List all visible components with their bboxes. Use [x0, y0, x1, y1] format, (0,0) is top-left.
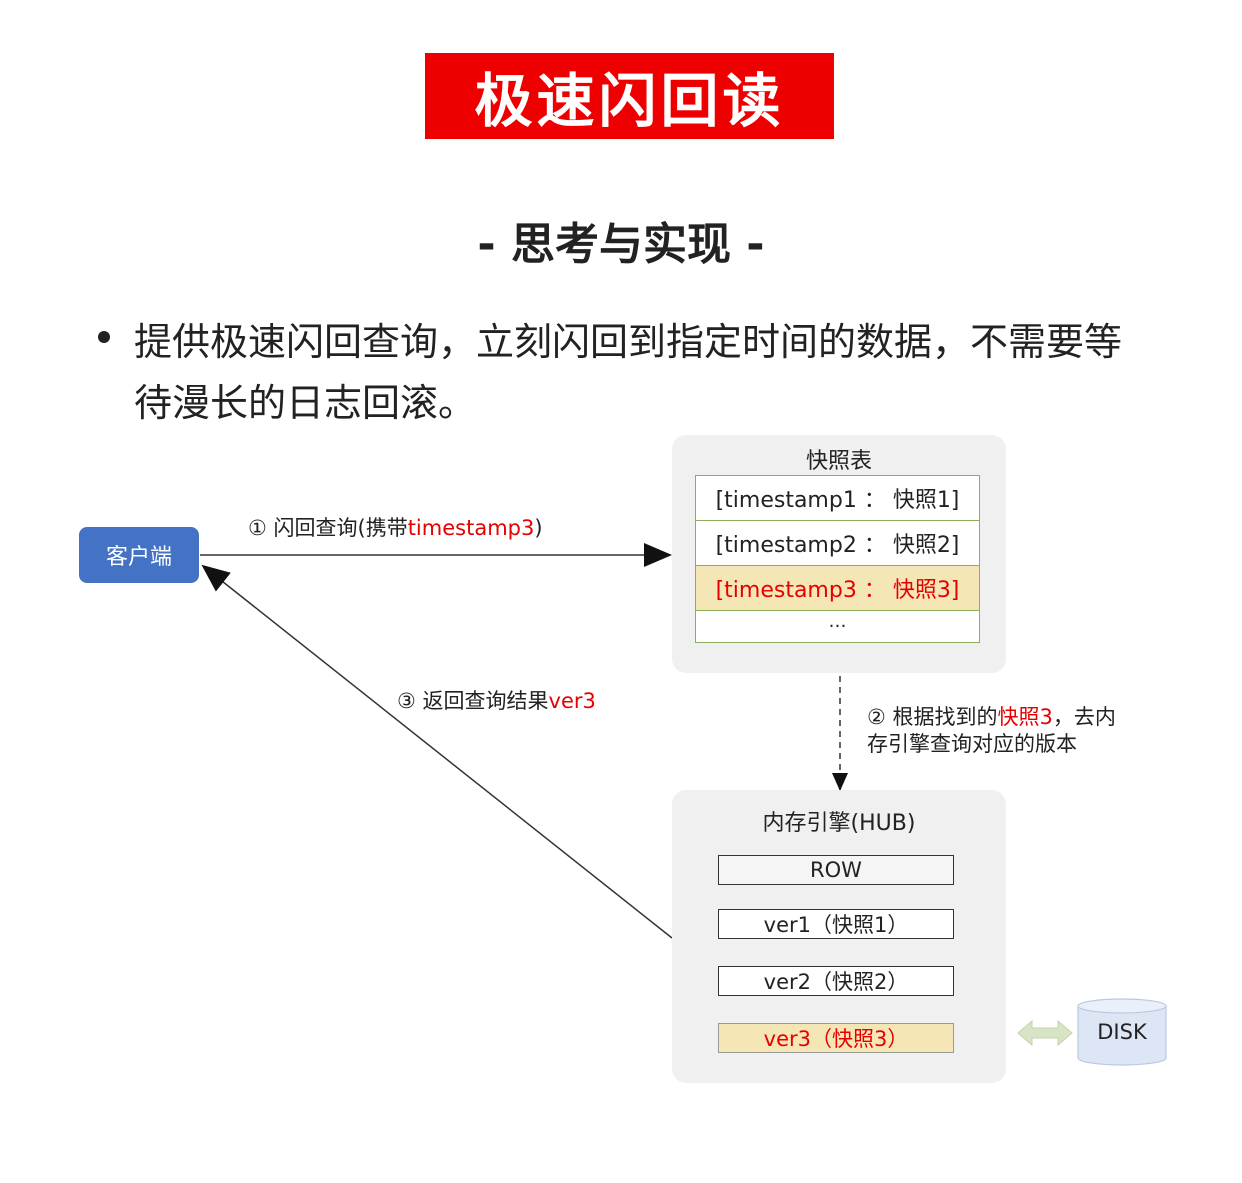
step1-highlight: timestamp3 — [407, 516, 535, 540]
step2-highlight: 快照3 — [997, 705, 1053, 729]
client-label: 客户端 — [105, 545, 172, 570]
disk-icon — [1077, 998, 1167, 1066]
snapshot-row: [timestamp2 ： 快照2] — [696, 521, 979, 566]
snapshot-row: [timestamp1 ： 快照1] — [696, 476, 979, 521]
step3-label: ③ 返回查询结果ver3 — [397, 685, 596, 715]
step2-suffix: ，去内 — [1052, 705, 1116, 729]
step1-text: ① 闪回查询(携带 — [248, 516, 408, 540]
hub-version-box: ver1（快照1） — [718, 909, 954, 939]
page-title: 极速闪回读 — [474, 67, 785, 135]
disk-label: DISK — [1097, 1020, 1147, 1044]
bullet-text: 提供极速闪回查询，立刻闪回到指定时间的数据，不需要等待漫长的日志回滚。 — [134, 320, 1123, 425]
step3-text: ③ 返回查询结果 — [397, 689, 549, 713]
step2-label: ② 根据找到的快照3，去内 存引擎查询对应的版本 — [867, 704, 1116, 758]
snapshot-panel-title: 快照表 — [805, 449, 872, 474]
step2-text: ② 根据找到的 — [867, 705, 998, 729]
arrow-step3 — [201, 564, 673, 939]
hub-version-box-highlighted: ver3（快照3） — [718, 1023, 954, 1053]
step2-text-line2: 存引擎查询对应的版本 — [867, 732, 1077, 756]
snapshot-row-highlighted: [timestamp3 ： 快照3] — [696, 566, 979, 611]
disk-sync-arrow — [1017, 1019, 1073, 1047]
step1-suffix: ) — [534, 516, 543, 540]
step3-highlight: ver3 — [548, 689, 596, 713]
hub-row-box: ROW — [718, 855, 954, 885]
hub-panel-title: 内存引擎(HUB) — [762, 811, 916, 836]
step1-label: ① 闪回查询(携带timestamp3) — [248, 512, 543, 542]
client-node: 客户端 — [79, 527, 199, 583]
title-banner: 极速闪回读 — [425, 53, 834, 139]
hub-version-box: ver2（快照2） — [718, 966, 954, 996]
section-subtitle: - 思考与实现 - — [477, 219, 765, 270]
bullet-dot-icon — [98, 331, 110, 343]
snapshot-row-ellipsis: … — [828, 611, 847, 632]
snapshot-table: [timestamp1 ： 快照1] [timestamp2 ： 快照2] [t… — [695, 475, 980, 643]
